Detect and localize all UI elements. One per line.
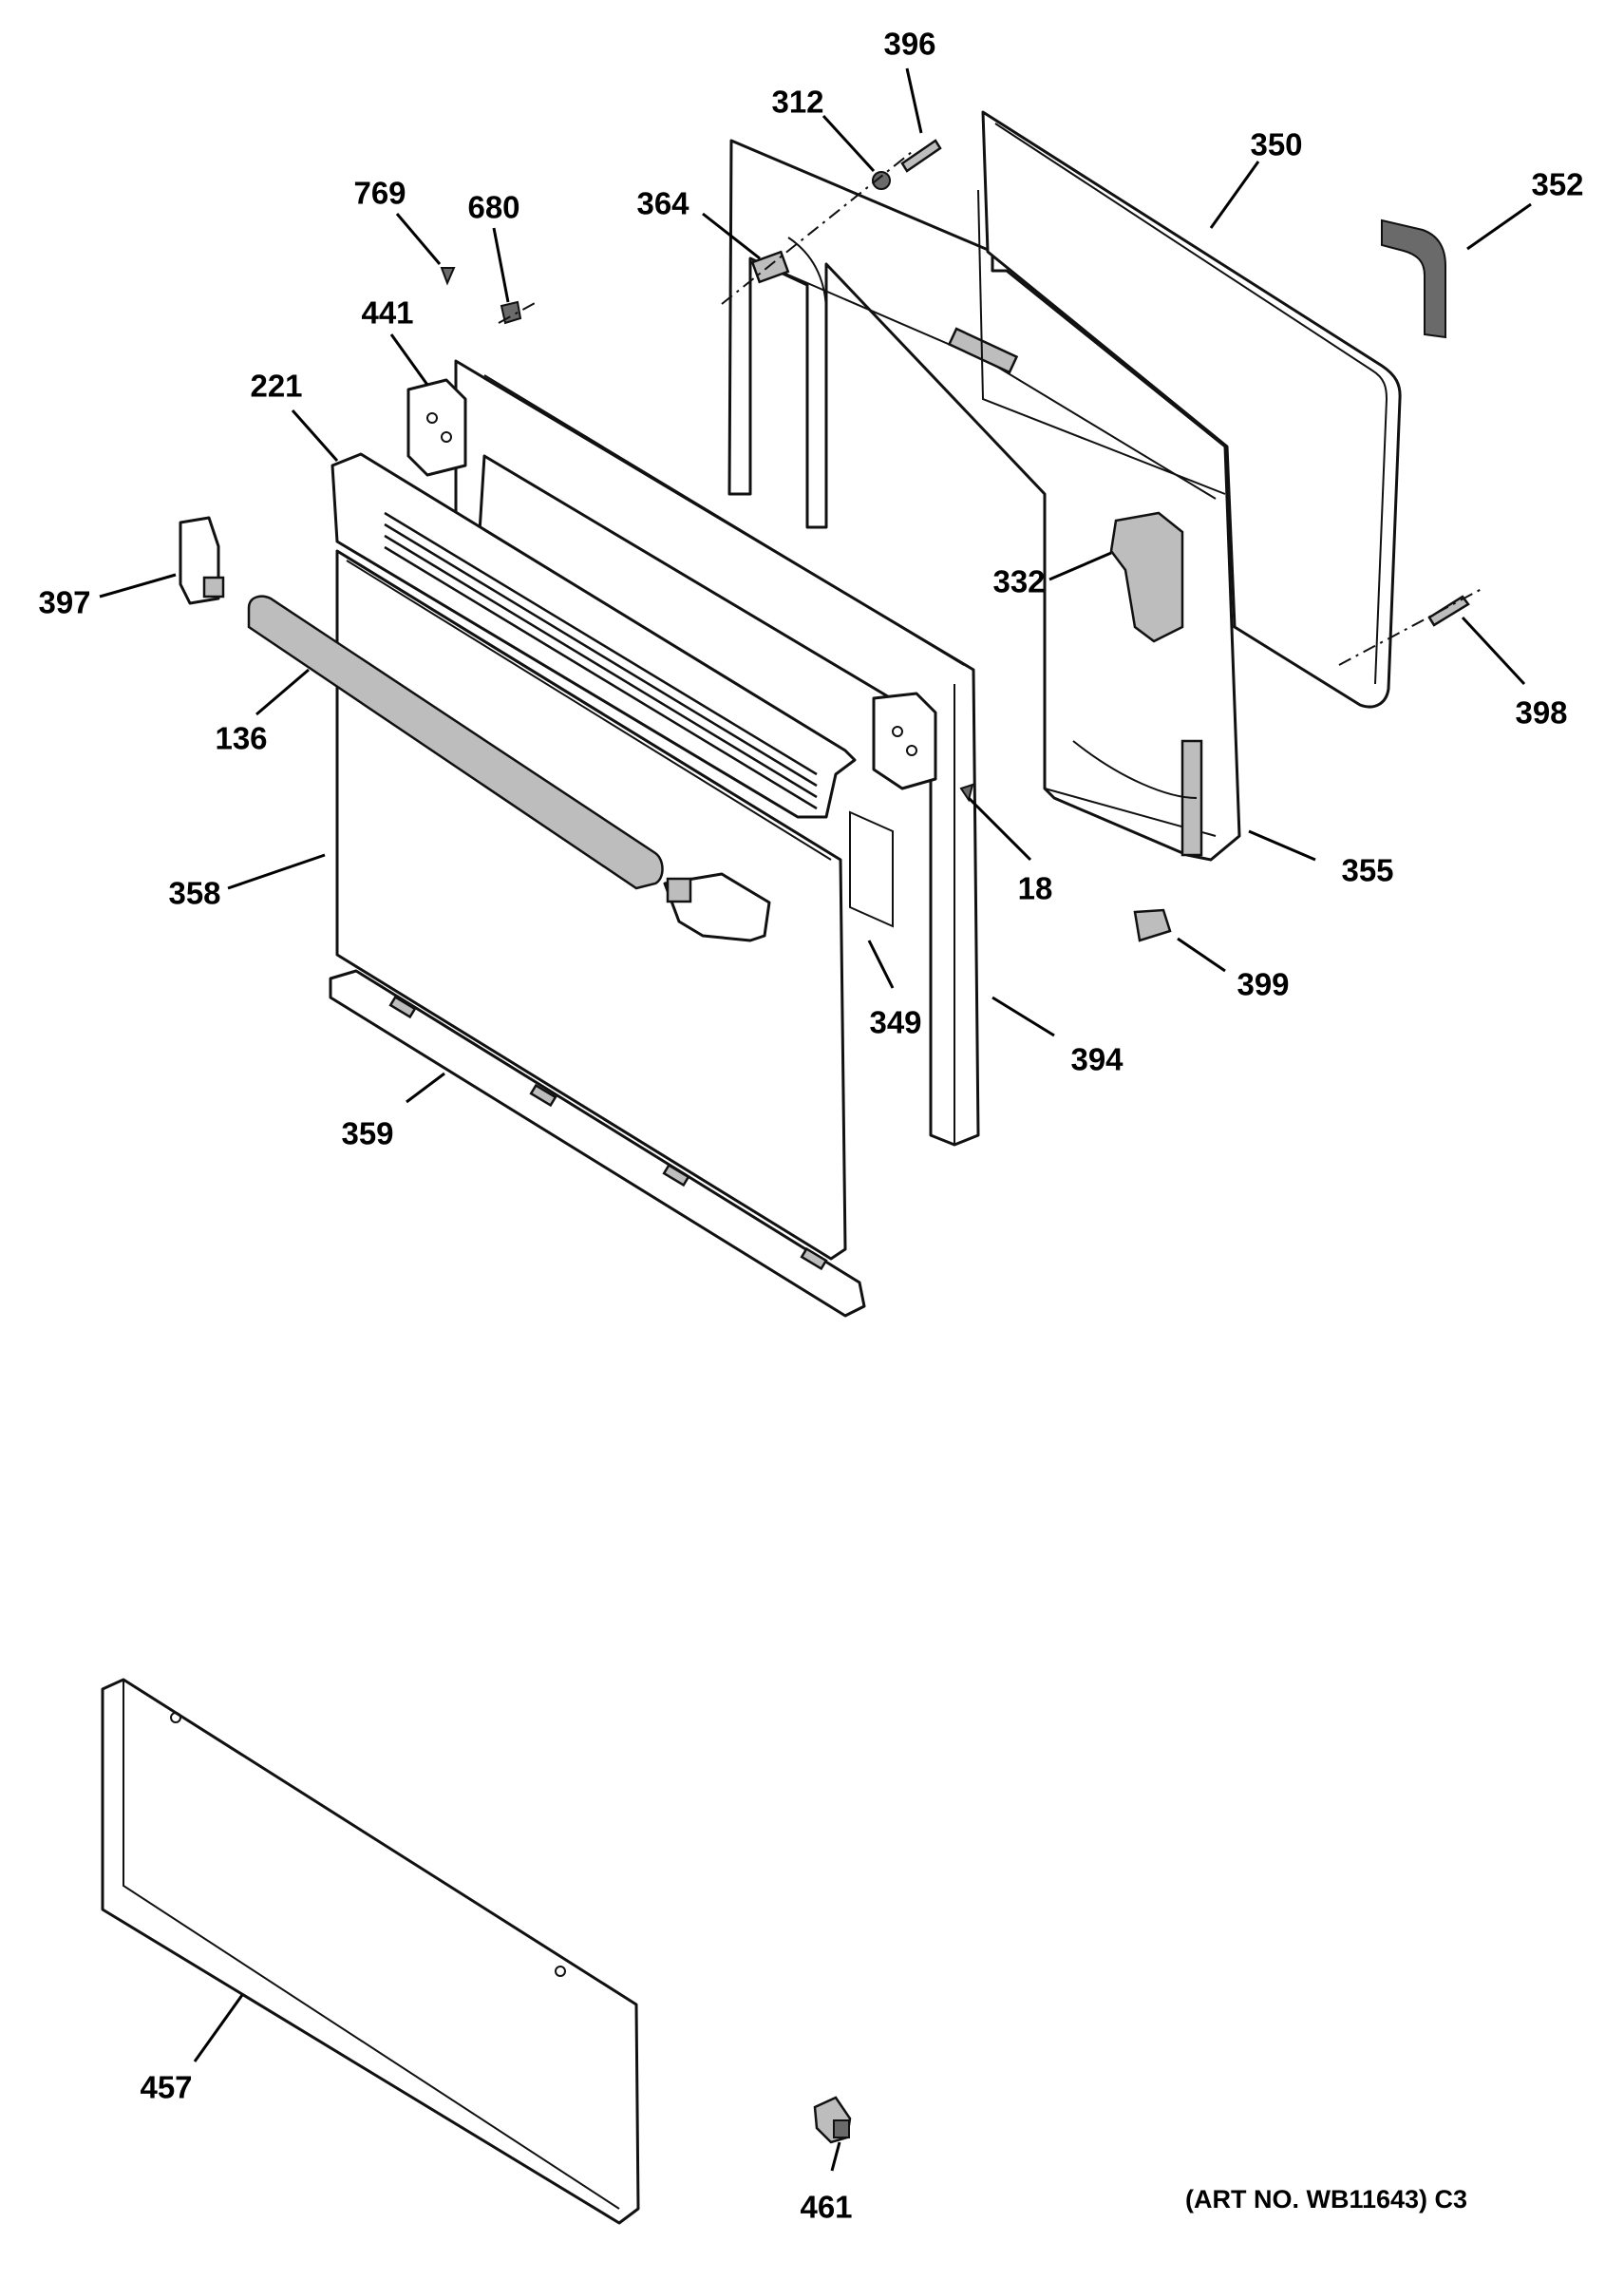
screw-769 [440, 267, 456, 286]
kick-panel [101, 1678, 640, 2225]
clip-461 [813, 2096, 852, 2144]
hinge-left [406, 378, 467, 477]
door-liner-frame [727, 139, 1241, 862]
bumper-399 [1133, 908, 1172, 942]
callout-394: 394 [1070, 1041, 1124, 1077]
insulation-panel [849, 810, 894, 928]
handle-end-cap [179, 516, 225, 605]
leader-lines [99, 67, 1532, 2172]
callout-358: 358 [168, 875, 221, 911]
callout-364: 364 [636, 185, 689, 221]
callout-457: 457 [140, 2069, 193, 2105]
callout-680: 680 [467, 189, 520, 225]
hinge-right [872, 692, 937, 790]
callout-350: 350 [1250, 126, 1303, 162]
callout-136: 136 [215, 720, 268, 756]
nut-312 [872, 171, 891, 190]
screw-396 [900, 139, 942, 173]
callout-221: 221 [250, 368, 303, 404]
bottom-trim [329, 969, 866, 1318]
callout-769: 769 [353, 175, 406, 211]
callout-397: 397 [38, 584, 91, 620]
gasket-strip [1381, 218, 1446, 339]
door-handle [247, 595, 664, 890]
callout-461: 461 [800, 2189, 853, 2225]
art-number: (ART NO. WB11643) C3 [1185, 2185, 1468, 2214]
callout-355: 355 [1341, 852, 1394, 888]
callout-399: 399 [1237, 966, 1290, 1002]
callout-359: 359 [341, 1115, 394, 1151]
callout-396: 396 [883, 26, 936, 62]
callout-312: 312 [771, 84, 824, 120]
callout-332: 332 [992, 563, 1046, 599]
callout-441: 441 [361, 294, 414, 331]
spacer-364 [750, 250, 790, 284]
callout-398: 398 [1515, 694, 1568, 731]
handle-bracket [663, 872, 771, 942]
callout-349: 349 [869, 1004, 922, 1040]
screw-398 [1427, 595, 1470, 627]
callout-18: 18 [1017, 870, 1053, 906]
inner-door-panel [977, 110, 1402, 709]
insulation-block [1109, 511, 1184, 643]
vent-trim [330, 452, 857, 819]
callout-352: 352 [1531, 166, 1584, 202]
screw-18 [959, 783, 974, 803]
